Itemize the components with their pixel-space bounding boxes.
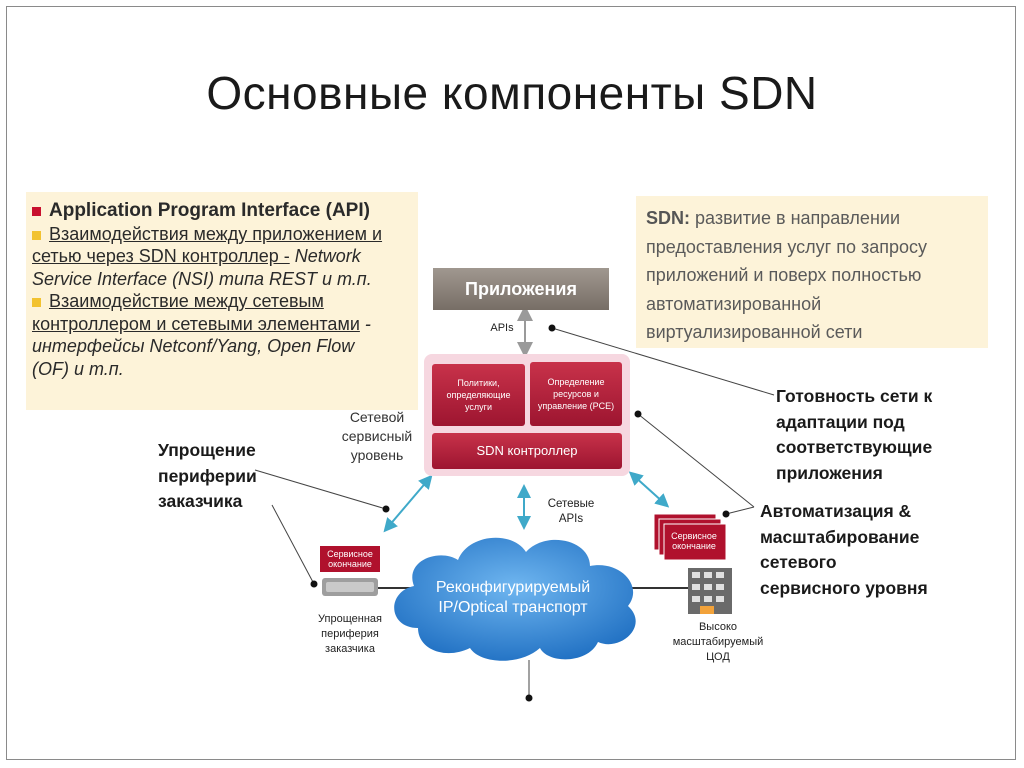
leader-dot (548, 324, 556, 332)
api-note-item1-line1: Взаимодействия между приложением и (49, 223, 383, 244)
callout-right-bottom-line2: масштабирование (760, 526, 920, 547)
cloud-shape (394, 537, 636, 661)
api-note-heading-row: Application Program Interface (API) (32, 200, 410, 223)
callout-right-top-line1: Готовность сети к (776, 386, 933, 406)
service-endpoint-right: Сервисное окончание (671, 531, 717, 551)
datacenter-building-icon (688, 568, 732, 614)
service-endpoint-left: Сервисное окончание (319, 545, 381, 573)
apis-label: APIs (490, 322, 514, 334)
callout-network-readiness: Готовность сети к адаптации под соответс… (776, 384, 932, 486)
network-apis-line1: Сетевые (547, 498, 595, 510)
callout-right-top-line3: соответствующие (776, 437, 933, 457)
callout-right-bottom-line4: сервисного уровня (760, 577, 928, 598)
periphery-line2: периферия (321, 628, 379, 640)
leader-line (637, 413, 755, 508)
periphery-line1: Упрощенная (318, 613, 382, 625)
red-bullet-icon (32, 206, 41, 216)
api-note-item2-line1: Взаимодействие между сетевым (49, 291, 324, 311)
cloud-label: Реконфигурируемый IP/Optical транспорт (418, 578, 608, 618)
api-note-item2-line2-it: - (359, 313, 371, 334)
api-note-item1-line2: сетью через SDN контроллер - Network (32, 245, 410, 268)
sdn-note-line2: предоставления услуг по запросу (646, 236, 928, 257)
api-note-item1: Взаимодействия между приложением и (32, 223, 410, 246)
leader-dot (310, 580, 318, 588)
pce-module: Определение ресурсов и управление (PCE) (530, 362, 622, 426)
slide-title: Основные компоненты SDN (206, 67, 818, 119)
periphery-label: Упрощенная периферия заказчика (300, 612, 400, 657)
callout-left-line2: периферии (158, 465, 257, 486)
network-apis-line2: APIs (558, 513, 584, 525)
sdn-note-line1: SDN: развитие в направлении (646, 204, 978, 233)
policy-module: Политики, определяющие услуги (432, 364, 525, 426)
datacenter-line3: ЦОД (706, 651, 730, 663)
periphery-line3: заказчика (325, 643, 375, 655)
api-note-item1-line3: Service Interface (NSI) типа REST и т.п. (32, 268, 372, 289)
yellow-bullet-icon (32, 298, 41, 307)
leader-line (551, 327, 775, 396)
network-apis-label: Сетевые APIs (536, 497, 606, 527)
callout-automation: Автоматизация & масштабирование сетевого… (760, 499, 928, 601)
stack-card (663, 523, 727, 561)
sdn-note-line1-text: развитие в направлении (690, 208, 900, 228)
leader-dot (634, 410, 642, 418)
sdn-controller-bar: SDN контроллер (432, 433, 622, 469)
api-note-item2-line2: контроллером и сетевыми элементами - (32, 313, 410, 336)
cloud-label-line2: IP/Optical транспорт (438, 599, 588, 616)
api-note: Application Program Interface (API) Взаи… (26, 192, 418, 410)
sdn-note-label: SDN: (646, 208, 690, 228)
leader-dot (722, 510, 730, 518)
sdn-note-line5: виртуализированной сети (646, 322, 863, 342)
api-note-item1-line2-u: сетью через SDN контроллер - (32, 246, 290, 266)
api-note-item2: Взаимодействие между сетевым (32, 290, 410, 313)
callout-right-bottom-line3: сетевого (760, 552, 837, 572)
controller-right-arrow (628, 471, 670, 508)
leader-line (271, 504, 315, 585)
service-level-line1: Сетевой (349, 409, 405, 425)
datacenter-line1: Высоко (698, 621, 738, 633)
callout-left-line3: заказчика (158, 491, 243, 511)
callout-right-bottom-line1: Автоматизация & (760, 501, 912, 521)
sdn-note: SDN: развитие в направлении предоставлен… (636, 196, 988, 348)
service-level-line3: уровень (350, 447, 404, 463)
callout-customer-periphery: Упрощение периферии заказчика (158, 438, 257, 515)
api-note-item2-line3: интерфейсы Netconf/Yang, Open Flow (32, 336, 355, 356)
yellow-bullet-icon (32, 230, 41, 240)
datacenter-line2: масштабируемый (672, 636, 764, 648)
sdn-note-line3: приложений и поверх полностью (646, 265, 922, 285)
api-note-heading: Application Program Interface (API) (49, 200, 370, 221)
sdn-note-line4: автоматизированной (646, 293, 822, 314)
service-level-line2: сервисный (341, 428, 413, 444)
api-note-item2-line4: (OF) и т.п. (32, 358, 124, 379)
controller-left-arrow (383, 474, 433, 533)
callout-right-top-line2: адаптации под (776, 411, 905, 432)
service-level-label: Сетевой сервисный уровень (334, 408, 420, 465)
applications-box: Приложения (433, 268, 609, 310)
callout-right-top-line4: приложения (776, 462, 883, 483)
cloud-label-line1: Реконфигурируемый (435, 579, 591, 596)
leader-dot (382, 505, 390, 513)
datacenter-label: Высоко масштабируемый ЦОД (660, 620, 776, 665)
api-note-item2-line2-u: контроллером и сетевыми элементами (32, 313, 360, 334)
api-note-item1-line2-it: Network (289, 246, 361, 266)
leader-line (254, 469, 387, 510)
leader-line (725, 506, 755, 515)
leader-dot (525, 694, 533, 702)
callout-left-line1: Упрощение (158, 440, 256, 460)
